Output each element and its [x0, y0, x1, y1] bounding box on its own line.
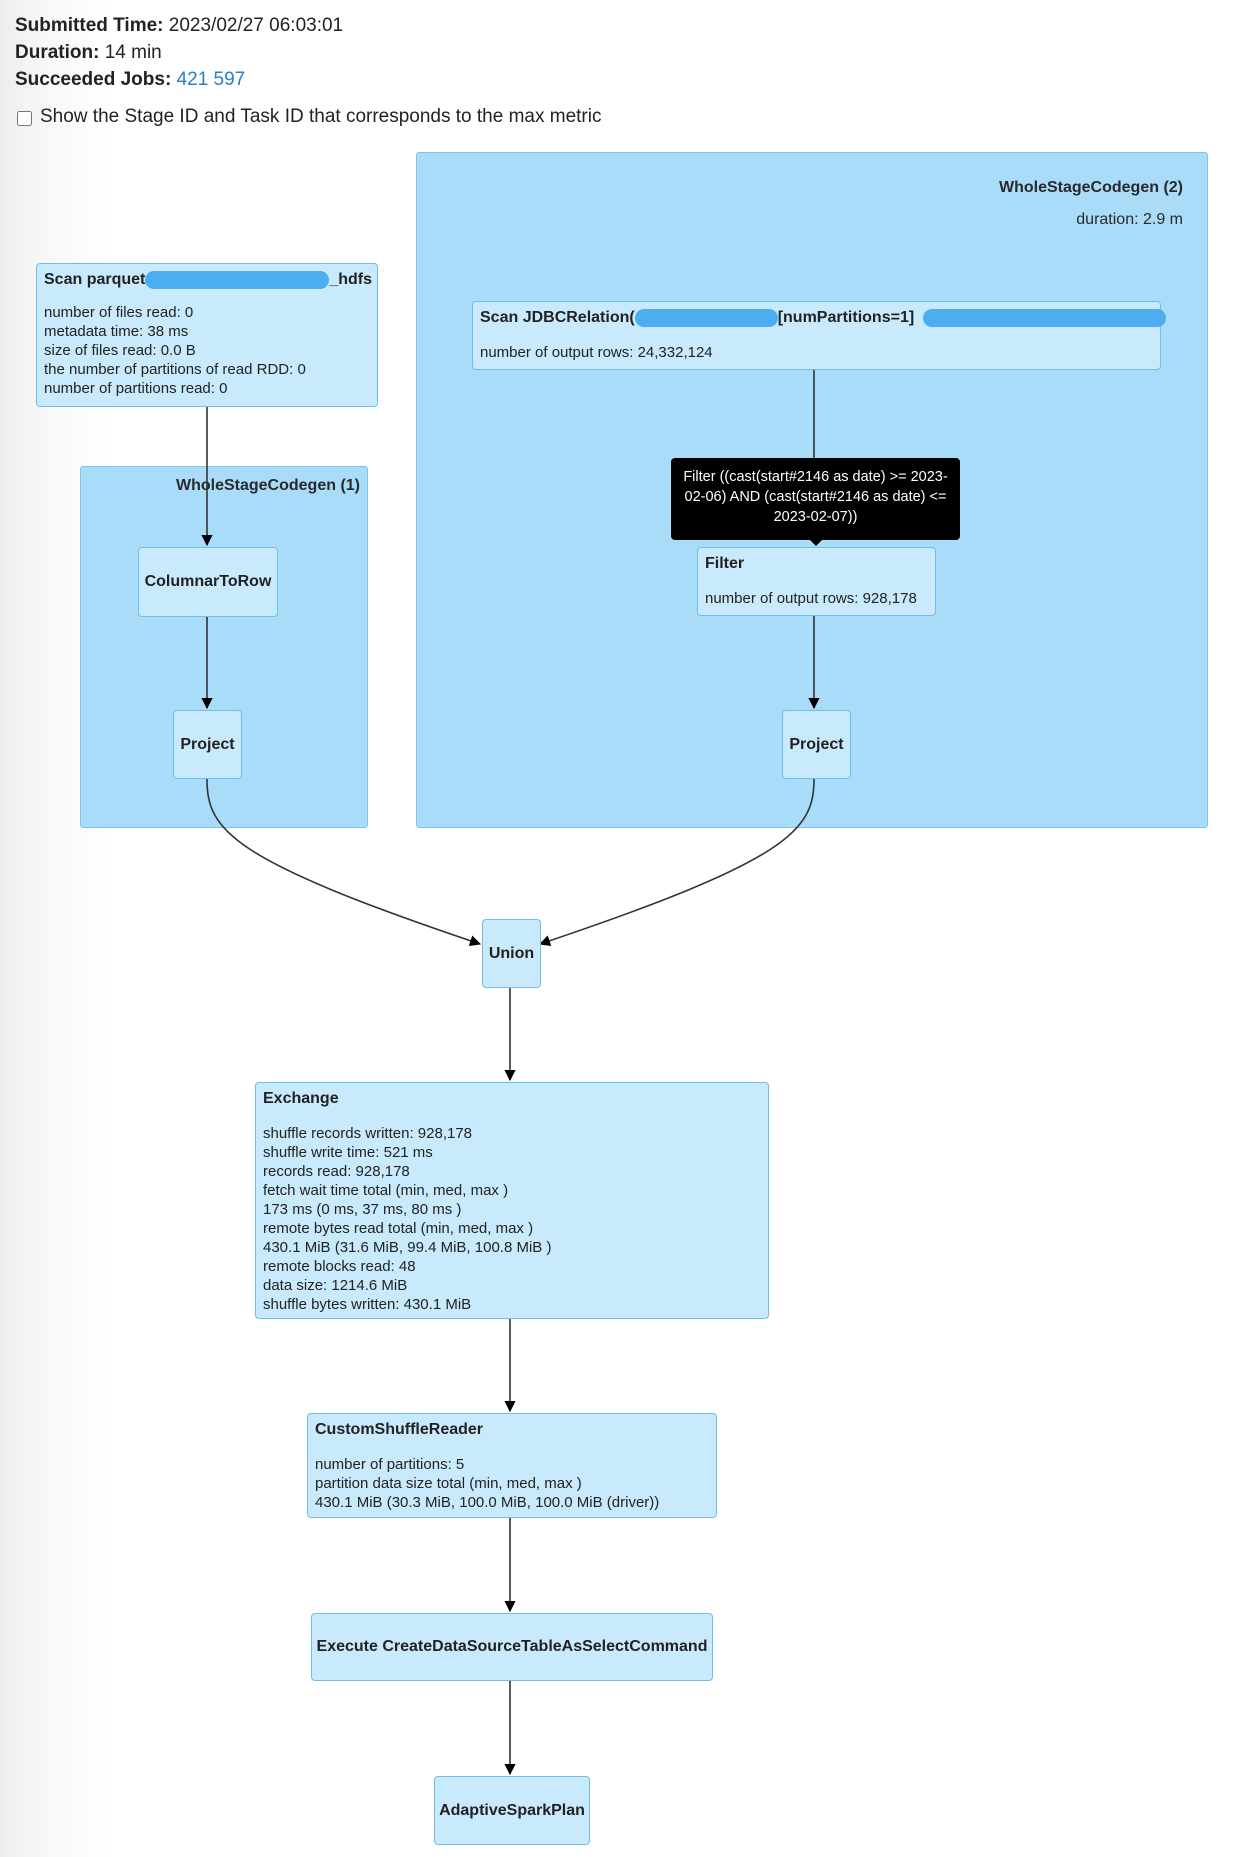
scan-parquet-title-suffix: _hdfs — [329, 271, 373, 289]
metric-line: remote bytes read total (min, med, max ) — [263, 1220, 534, 1237]
duration-value: 14 min — [104, 42, 162, 63]
adaptive-spark-plan-node[interactable]: AdaptiveSparkPlan — [434, 1776, 590, 1845]
show-max-metric-checkbox[interactable] — [17, 110, 32, 126]
metric-line: number of partitions: 5 — [315, 1456, 465, 1473]
scan-jdbc-title: Scan JDBCRelation( [numPartitions=1] — [480, 309, 1166, 327]
exchange-title: Exchange — [263, 1090, 339, 1107]
scan-jdbc-title-prefix: Scan JDBCRelation( — [480, 309, 635, 327]
metric-line: number of output rows: 928,178 — [705, 590, 917, 607]
columnar-to-row-title: ColumnarToRow — [144, 573, 272, 590]
execute-ctas-title: Execute CreateDataSourceTableAsSelectCom… — [316, 1638, 708, 1655]
metric-line: number of output rows: 24,332,124 — [480, 344, 713, 362]
metric-line: partition data size total (min, med, max… — [315, 1475, 582, 1492]
scan-parquet-node[interactable]: Scan parquet _hdfs number of files read: … — [36, 263, 378, 407]
scan-parquet-title: Scan parquet _hdfs — [44, 271, 373, 289]
project-title: Project — [180, 735, 235, 753]
metric-line: shuffle write time: 521 ms — [263, 1144, 433, 1161]
metric-line: size of files read: 0.0 B — [44, 342, 196, 360]
tooltip-arrow-icon — [808, 538, 824, 546]
show-max-metric-toggle[interactable]: Show the Stage ID and Task ID that corre… — [15, 106, 601, 128]
metric-line: remote blocks read: 48 — [263, 1258, 416, 1275]
project-title: Project — [789, 735, 844, 753]
union-node[interactable]: Union — [482, 919, 541, 988]
edge-left-project-to-union — [206, 778, 482, 947]
wholestagecodegen-1-title: WholeStageCodegen (1) — [175, 477, 360, 494]
metric-line: 430.1 MiB (30.3 MiB, 100.0 MiB, 100.0 Mi… — [315, 1494, 660, 1511]
job-link[interactable]: 597 — [213, 69, 246, 90]
metric-line: metadata time: 38 ms — [44, 323, 189, 341]
union-title: Union — [488, 944, 535, 962]
filter-tooltip: Filter ((cast(start#2146 as date) >= 202… — [671, 458, 960, 540]
scan-jdbc-node[interactable]: Scan JDBCRelation( [numPartitions=1] numb… — [472, 301, 1166, 370]
metric-line: 173 ms (0 ms, 37 ms, 80 ms ) — [263, 1201, 462, 1218]
execute-ctas-node[interactable]: Execute CreateDataSourceTableAsSelectCom… — [311, 1613, 713, 1681]
metric-line: number of files read: 0 — [44, 304, 194, 322]
project-node-left[interactable]: Project — [173, 710, 242, 779]
query-summary: Submitted Time: 2023/02/27 06:03:01 Dura… — [15, 12, 343, 93]
metric-line: data size: 1214.6 MiB — [263, 1277, 408, 1294]
metric-line: fetch wait time total (min, med, max ) — [263, 1182, 509, 1199]
redacted-query — [922, 309, 1166, 327]
metric-line: 430.1 MiB (31.6 MiB, 99.4 MiB, 100.8 MiB… — [263, 1239, 552, 1256]
submitted-time-value: 2023/02/27 06:03:01 — [168, 15, 344, 36]
wholestagecodegen-2-duration: duration: 2.9 m — [1076, 211, 1183, 228]
metric-line: records read: 928,178 — [263, 1163, 410, 1180]
exchange-node[interactable]: Exchange shuffle records written: 928,17… — [255, 1082, 769, 1319]
filter-title: Filter — [705, 555, 745, 572]
custom-shuffle-reader-node[interactable]: CustomShuffleReader number of partitions… — [307, 1413, 717, 1518]
job-link[interactable]: 421 — [176, 69, 209, 90]
metric-line: number of partitions read: 0 — [44, 380, 228, 398]
custom-shuffle-reader-title: CustomShuffleReader — [315, 1421, 484, 1438]
duration-row: Duration: 14 min — [15, 39, 343, 66]
redacted-table — [634, 309, 778, 327]
scan-jdbc-title-mid: [numPartitions=1] — [777, 309, 915, 327]
adaptive-spark-plan-title: AdaptiveSparkPlan — [439, 1801, 585, 1819]
edge-right-project-to-union — [538, 778, 815, 947]
succeeded-jobs-label: Succeeded Jobs: — [15, 69, 172, 90]
metric-line: the number of partitions of read RDD: 0 — [44, 361, 306, 379]
scan-parquet-title-prefix: Scan parquet — [44, 271, 146, 289]
duration-label: Duration: — [15, 42, 100, 63]
submitted-time-label: Submitted Time: — [15, 15, 164, 36]
submitted-time-row: Submitted Time: 2023/02/27 06:03:01 — [15, 12, 343, 39]
project-node-right[interactable]: Project — [782, 710, 851, 779]
metric-line: shuffle bytes written: 430.1 MiB — [263, 1296, 472, 1313]
metric-line: shuffle records written: 928,178 — [263, 1125, 473, 1142]
columnar-to-row-node[interactable]: ColumnarToRow — [138, 547, 278, 617]
filter-node[interactable]: Filter number of output rows: 928,178 — [697, 547, 936, 616]
succeeded-jobs-row: Succeeded Jobs: 421 597 — [15, 66, 343, 93]
show-max-metric-label: Show the Stage ID and Task ID that corre… — [40, 106, 602, 127]
wholestagecodegen-2-title: WholeStageCodegen (2) — [998, 179, 1183, 196]
redacted-path — [145, 271, 330, 289]
